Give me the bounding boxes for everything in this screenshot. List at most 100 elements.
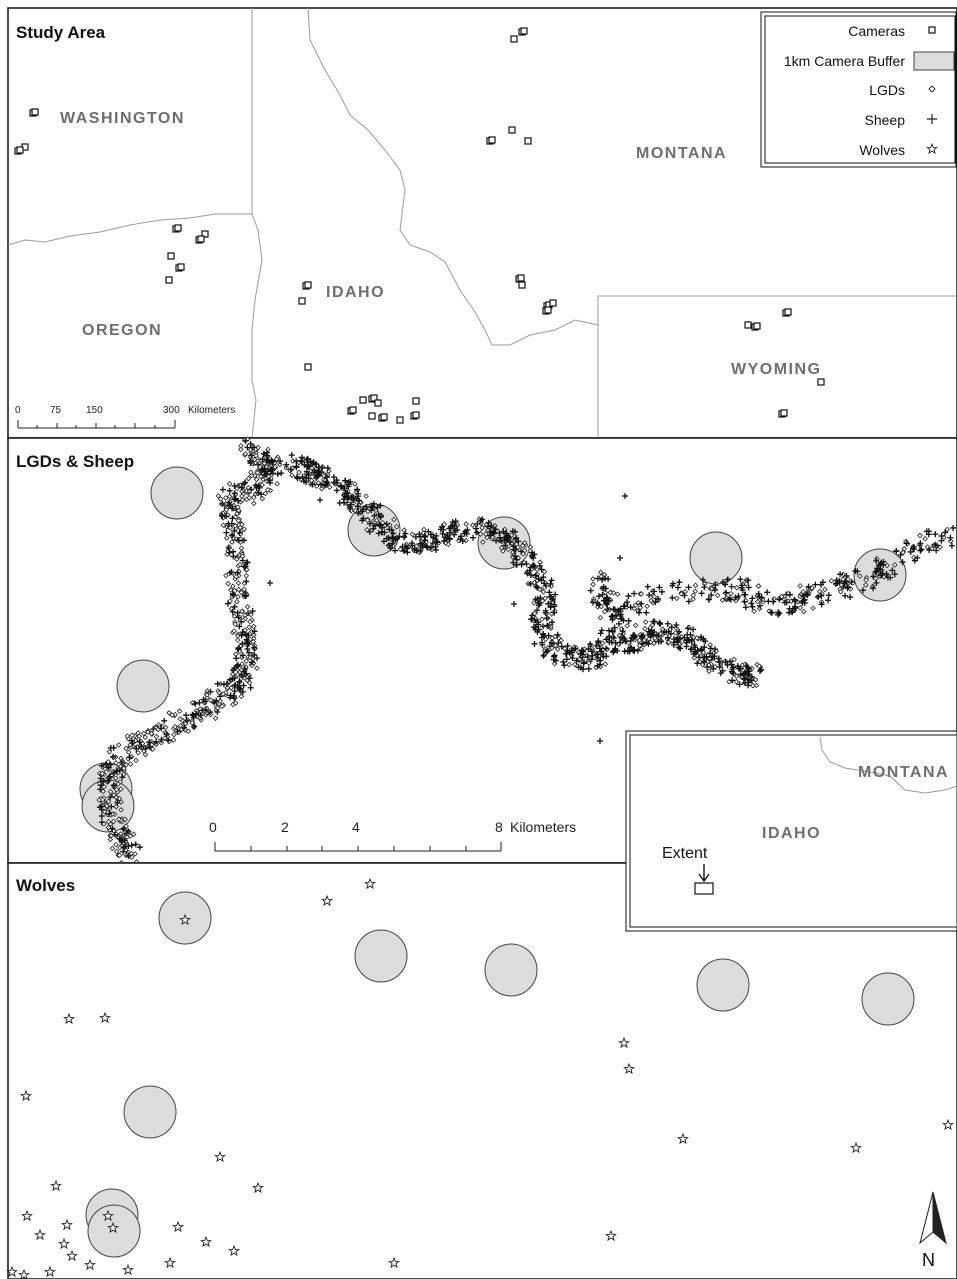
sheep-point: [493, 537, 500, 544]
lgd-point: [704, 658, 711, 665]
sheep-point: [229, 590, 236, 597]
lgd-point: [601, 608, 608, 615]
sheep-point: [447, 523, 454, 530]
lgd-point: [251, 456, 258, 463]
sheep-point: [309, 481, 316, 488]
lgd-point: [731, 656, 737, 663]
lgd-point: [124, 733, 131, 739]
sheep-point: [241, 668, 248, 675]
lgd-point: [732, 598, 739, 604]
camera-point: [201, 230, 209, 238]
lgd-point: [857, 573, 863, 579]
north-arrow-label: N: [922, 1250, 935, 1270]
state-labels: WASHINGTON MONTANA OREGON IDAHO WYOMING: [60, 110, 820, 378]
sheep-point: [743, 662, 750, 669]
legend-label-wolves: Wolves: [859, 142, 905, 158]
sheep-point: [893, 547, 900, 554]
sheep-point: [207, 708, 214, 715]
sheep-point: [707, 645, 714, 652]
sheep-point: [757, 602, 764, 609]
lgd-point: [258, 473, 264, 480]
lgd-point: [239, 521, 245, 528]
legend-lgd-icon: [928, 85, 936, 93]
lgd-point: [235, 580, 242, 586]
sheep-point: [244, 559, 251, 566]
sheep-point: [278, 470, 285, 477]
sheep-point: [239, 640, 246, 647]
lgd-point: [122, 816, 128, 823]
lgd-point: [135, 749, 141, 756]
legend-label-cameras: Cameras: [848, 23, 905, 39]
sheep-point: [701, 644, 708, 651]
sheep-point: [110, 753, 117, 760]
legend-sheep-icon: [927, 114, 937, 124]
sheep-point: [401, 534, 408, 541]
lgd-point: [753, 682, 760, 689]
sheep-point: [226, 569, 233, 576]
sheep-point: [727, 596, 734, 603]
sheep-point: [451, 531, 458, 538]
lgd-point: [241, 526, 247, 532]
lgd-point: [239, 488, 245, 494]
lgd-point: [217, 496, 224, 502]
sheep-point: [163, 731, 170, 738]
sheep-point: [716, 659, 723, 666]
sheep-point: [241, 537, 248, 544]
sheep-point: [193, 710, 200, 717]
lgd-point: [99, 797, 106, 803]
lgd-point: [674, 595, 680, 602]
sheep-point: [245, 632, 252, 639]
lgd-point: [755, 583, 762, 589]
sheep-point: [226, 487, 233, 494]
sheep-point: [651, 618, 658, 625]
sheep-point: [183, 717, 190, 724]
sheep-point: [547, 580, 554, 587]
sheep-point: [711, 646, 718, 653]
sheep-point: [174, 728, 181, 735]
lgd-point: [132, 851, 138, 857]
sheep-point: [776, 610, 783, 617]
sheep-point: [870, 573, 877, 580]
sheep-point: [551, 601, 558, 608]
camera-buffer: [689, 531, 743, 585]
sheep-point: [911, 557, 918, 564]
sheep-point: [758, 594, 765, 601]
camera-buffer: [354, 929, 408, 983]
lgd-point: [224, 551, 230, 558]
sheep-point: [402, 543, 409, 550]
sheep-point: [492, 526, 499, 533]
sheep-point: [558, 643, 565, 650]
sheep-point: [317, 497, 323, 503]
lgd-point: [947, 538, 954, 544]
lgd-point: [733, 673, 740, 680]
sheep-point: [251, 644, 258, 651]
sheep-point: [251, 628, 258, 635]
sheep-point: [594, 599, 601, 606]
camera-buffer: [696, 958, 750, 1012]
sheep-point: [104, 777, 111, 784]
lgd-point: [728, 590, 734, 597]
lgd-point: [230, 583, 236, 589]
inset-id-mt-boundary: [819, 736, 957, 794]
inset-label-idaho: IDAHO: [762, 825, 821, 842]
lgd-point: [521, 540, 528, 546]
sheep-point: [433, 538, 440, 545]
sheep-point: [356, 497, 363, 504]
lgd-point: [797, 605, 804, 611]
sheep-point: [401, 547, 408, 554]
sheep-point: [277, 458, 284, 465]
lgd-point: [614, 591, 621, 598]
camera-point: [396, 416, 404, 424]
sheep-point: [506, 539, 513, 546]
camera-point: [412, 397, 420, 405]
sheep-point: [464, 527, 471, 534]
sheep-point: [744, 676, 751, 683]
sheep-point: [303, 456, 310, 463]
sheep-point: [424, 544, 431, 551]
sheep-point: [217, 693, 224, 700]
sheep-point: [585, 646, 592, 653]
sheep-point: [587, 641, 594, 648]
sheep-point: [932, 531, 939, 538]
north-arrow: N: [919, 1191, 947, 1270]
lgd-point: [115, 742, 122, 748]
